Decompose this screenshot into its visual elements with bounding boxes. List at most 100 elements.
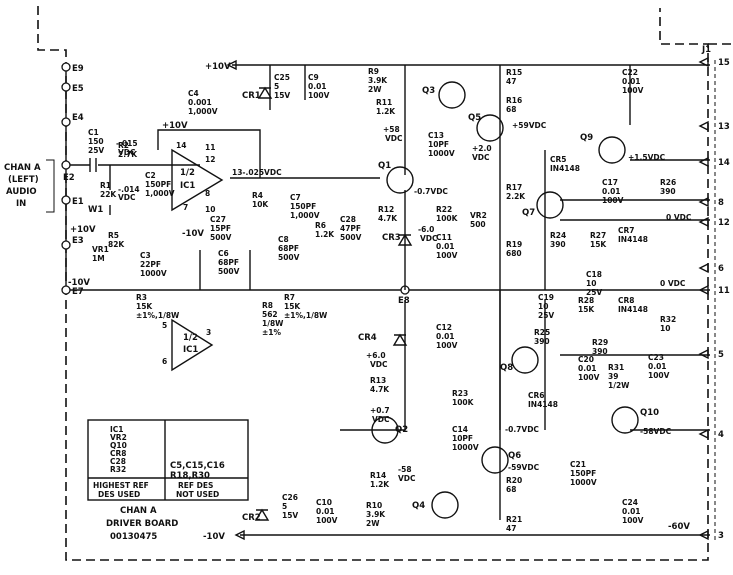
voltage-label-1: VDC	[118, 148, 136, 157]
component-r29-text-1: 390	[592, 347, 608, 356]
component-c12-text-2: 100V	[436, 341, 458, 350]
board-title-1: CHAN A	[120, 506, 157, 516]
component-r10-text-1: 3.9K	[366, 510, 386, 519]
component-r8-text-1: 562	[262, 310, 278, 319]
component-r28-text-1: 15K	[578, 305, 595, 314]
component-c1-text-2: 25V	[88, 146, 104, 155]
component-cr5-text-0: CR5	[550, 155, 567, 164]
component-c13-text-2: 1000V	[428, 149, 455, 158]
component-c28-text-1: 47PF	[340, 224, 361, 233]
cr1-label: CR1	[242, 91, 261, 101]
component-c10-text-2: 100V	[316, 516, 338, 525]
label-plus10v-a: +10V	[70, 225, 96, 235]
pin-e7: E7	[72, 287, 84, 297]
voltage-label-4: 13-.025VDC	[232, 168, 282, 177]
voltage-label-23: VDC	[398, 474, 416, 483]
component-c23-text-2: 100V	[648, 371, 670, 380]
table-header-1b: DES USED	[98, 490, 140, 499]
component-c9-text-1: 0.01	[308, 82, 327, 91]
q7-label: Q7	[522, 208, 535, 218]
voltage-label-17: VDC	[370, 360, 388, 369]
table-used-5: R32	[110, 465, 126, 474]
component-c6-text-2: 500V	[218, 267, 240, 276]
component-r10-text-2: 2W	[366, 519, 380, 528]
component-c1-text-0: C1	[88, 128, 99, 137]
connector-name: J1	[701, 45, 711, 55]
ic-pin-8: 8	[205, 189, 210, 198]
q4-label: Q4	[412, 501, 425, 511]
table-used-3: CR8	[110, 449, 127, 458]
component-r9-text-0: R9	[368, 67, 379, 76]
component-r8-text-0: R8	[262, 301, 273, 310]
voltage-label-18: +0.7	[370, 406, 390, 415]
table-header-2a: REF DES	[178, 481, 213, 490]
ic-name-b: 1/2	[183, 333, 198, 343]
component-cr8-text-0: CR8	[618, 296, 635, 305]
component-r19-text-0: R19	[506, 240, 522, 249]
cr3-label: CR3	[382, 233, 401, 243]
component-r22-text-0: R22	[436, 205, 452, 214]
pin-e2: E2	[63, 173, 75, 183]
component-c11-text-2: 100V	[436, 251, 458, 260]
component-c21-text-0: C21	[570, 460, 586, 469]
voltage-annotations: -.015VDC-.014VDC13-.025VDC+58VDC+59VDC+2…	[116, 121, 692, 483]
ic1-opamp: 1/2 IC1 14 11 12 7 10 8 1/2 IC1 5 6 3	[162, 141, 224, 372]
voltage-label-2: -.014	[118, 185, 140, 194]
ic-pin-12: 12	[205, 155, 215, 164]
ic-pin-3: 3	[206, 328, 211, 337]
ic-pin-7: 7	[183, 203, 188, 212]
ic-pin-6: 6	[162, 357, 167, 366]
input-label-line4: IN	[16, 199, 26, 209]
component-r11-text-1: 1.2K	[376, 107, 396, 116]
component-c2-text-0: C2	[145, 171, 156, 180]
component-r31-text-2: 1/2W	[608, 381, 630, 390]
voltage-label-3: VDC	[118, 193, 136, 202]
j1-pin-arrow-14	[698, 156, 709, 168]
voltage-label-8: +2.0	[472, 144, 492, 153]
cr2-label: CR2	[242, 513, 261, 523]
label-minus10v-b: -10V	[182, 229, 204, 239]
component-c21-text-2: 1000V	[570, 478, 597, 487]
voltage-label-21: -58VDC	[640, 427, 672, 436]
component-r7-text-1: 15K	[284, 302, 301, 311]
pin-e8: E8	[398, 296, 410, 306]
component-c26-text-2: 15V	[282, 511, 298, 520]
component-c26-text-1: 5	[282, 502, 287, 511]
table-used-4: C28	[110, 457, 126, 466]
component-r32-text-1: 10	[660, 324, 670, 333]
component-c7-text-1: 150PF	[290, 202, 316, 211]
ic-pin-5: 5	[162, 321, 167, 330]
table-used-2: Q10	[110, 441, 127, 450]
component-cr8-text-1: IN4148	[618, 305, 648, 314]
j1-pin-arrow-15	[698, 56, 709, 68]
wiring	[65, 59, 710, 541]
component-cr5-text-1: IN4148	[550, 164, 580, 173]
q1-label: Q1	[378, 161, 391, 171]
component-c13-text-0: C13	[428, 131, 444, 140]
component-c8-text-2: 500V	[278, 253, 300, 262]
component-c24-text-0: C24	[622, 498, 638, 507]
